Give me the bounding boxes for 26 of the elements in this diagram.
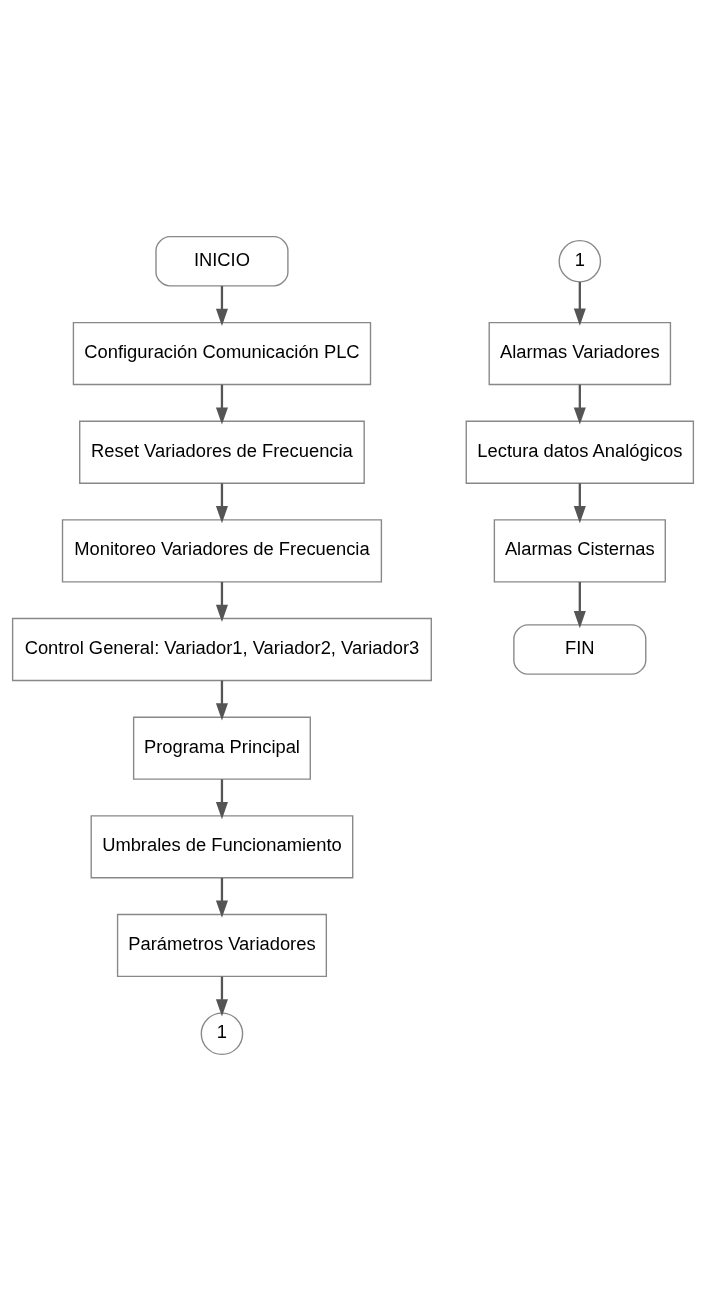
arrow: [215, 483, 228, 524]
node-box: Control General: Variador1, Variador2, Variador3: [11, 617, 432, 682]
arrow: [215, 779, 228, 820]
arrow: [215, 286, 228, 326]
node-box: Configuración Comunicación PLC: [72, 321, 372, 386]
node-box: Umbrales de Funcionamiento: [90, 815, 354, 879]
arrow: [215, 582, 228, 622]
node-box: Alarmas Variadores: [488, 321, 672, 386]
node-box: Alarmas Cisternas: [493, 519, 666, 583]
node-circle: 1: [200, 1012, 244, 1056]
node-box: Lectura datos Analógicos: [465, 420, 695, 484]
arrow: [573, 483, 586, 524]
arrow: [215, 877, 228, 918]
node-box: Parámetros Variadores: [116, 913, 327, 978]
node-box: INICIO: [155, 235, 289, 287]
arrow: [573, 384, 586, 425]
node-box: Programa Principal: [132, 716, 311, 780]
node-box: Monitoreo Variadores de Frecuencia: [61, 519, 383, 583]
node-circle: 1: [558, 239, 602, 283]
arrow: [573, 582, 586, 629]
arrow: [573, 281, 586, 326]
node-box: Reset Variadores de Frecuencia: [79, 420, 365, 484]
node-box: FIN: [513, 624, 647, 675]
arrow: [215, 680, 228, 721]
arrow: [215, 976, 228, 1017]
arrow: [215, 384, 228, 425]
